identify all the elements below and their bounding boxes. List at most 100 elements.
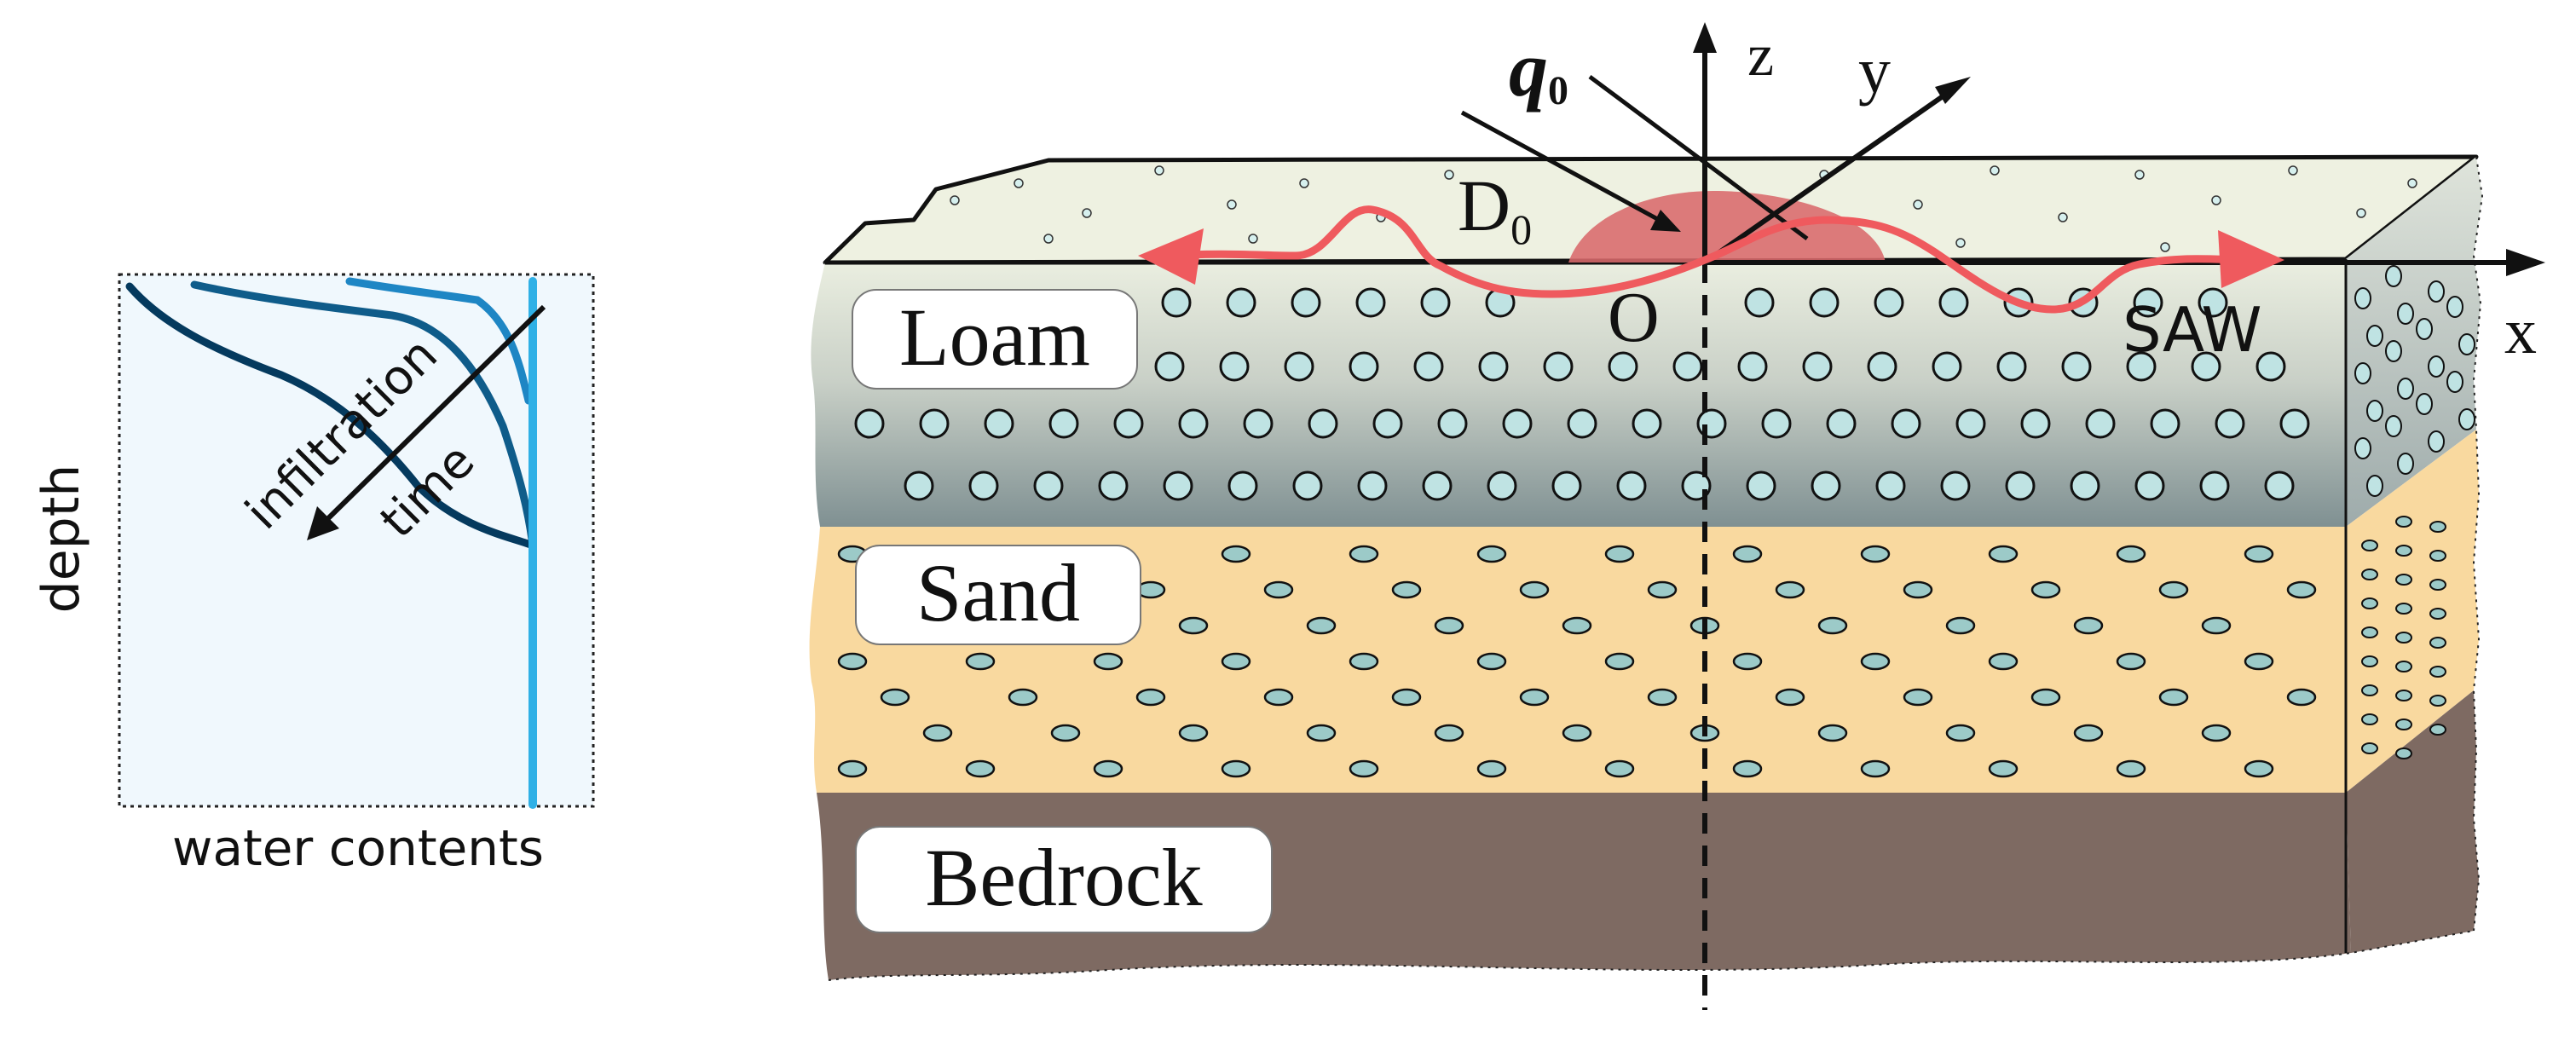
sand-grain — [1732, 652, 1763, 671]
loam-side-pore — [2446, 371, 2463, 393]
sand-grain — [2158, 688, 2189, 707]
loam-pore — [1567, 408, 1597, 439]
sand-grain — [1903, 580, 1933, 599]
loam-pore — [1811, 470, 1841, 501]
loam-pore — [1292, 470, 1323, 501]
loam-pore — [1551, 470, 1582, 501]
loam-pore — [2215, 408, 2245, 439]
infiltration-time-arrowhead — [307, 506, 339, 540]
sand-grain — [2244, 652, 2274, 671]
surface-dot — [950, 195, 960, 205]
sand-grain — [1732, 545, 1763, 563]
loam-side-pore — [2354, 287, 2371, 309]
surface-dot — [2211, 195, 2221, 205]
loam-pore — [1543, 351, 1574, 382]
loam-pore — [2126, 351, 2157, 382]
sand-grain — [1860, 545, 1891, 563]
sand-grain — [1903, 688, 1933, 707]
sand-grain — [2030, 688, 2061, 707]
loam-pore — [919, 408, 950, 439]
loam-pore — [1420, 287, 1451, 318]
z-axis-label: z — [1747, 23, 1774, 89]
sand-grain — [880, 688, 910, 707]
surface-dot — [2356, 208, 2366, 218]
loam-side-pore — [2416, 393, 2433, 415]
sand-grain — [1476, 759, 1507, 778]
saw-left-arrowhead — [1138, 228, 1204, 285]
sand-layer-label: Sand — [855, 545, 1141, 645]
loam-pore — [904, 470, 934, 501]
sand-label-text: Sand — [916, 547, 1080, 638]
sand-grain — [1775, 580, 1805, 599]
loam-pore — [2133, 287, 2163, 318]
soil-block-diagram: z y x O q0 D0 SAW Loam Sand Bedrock — [809, 22, 2545, 1010]
sand-grain — [1562, 724, 1592, 742]
sand-grain — [2030, 580, 2061, 599]
loam-side-pore — [2446, 296, 2463, 318]
surface-dot — [1154, 165, 1164, 176]
infiltration-time-arrow — [317, 304, 546, 529]
water-contents-axis-label: water contents — [172, 819, 544, 877]
loam-pore — [2085, 408, 2116, 439]
sand-side-grain — [2395, 574, 2412, 586]
loam-pore — [1243, 408, 1274, 439]
sand-grain — [1093, 759, 1123, 778]
loam-pore — [1487, 470, 1517, 501]
sand-grain — [2116, 759, 2146, 778]
q0-incident-arrowhead — [1650, 210, 1681, 232]
loam-pore — [1891, 408, 1921, 439]
sand-side-grain — [2395, 516, 2412, 528]
sand-grain — [1775, 688, 1805, 707]
surface-dot — [1990, 165, 2000, 176]
loam-pore — [2191, 351, 2221, 382]
sand-grain — [1306, 616, 1337, 635]
sand-grain — [2286, 688, 2317, 707]
surface-dot — [2288, 165, 2298, 176]
y-axis-label: y — [1858, 35, 1891, 107]
bedrock-label-box — [855, 826, 1273, 933]
sand-grain — [1647, 580, 1678, 599]
sand-side-grain — [2361, 742, 2378, 754]
loam-side-pore — [2354, 437, 2371, 459]
sand-side-grain — [2361, 684, 2378, 696]
sand-grain — [965, 652, 996, 671]
source-region-d0 — [1568, 191, 1886, 263]
sand-grain — [2073, 724, 2104, 742]
bedrock-layer-label: Bedrock — [855, 826, 1273, 933]
sand-grain — [1988, 545, 2019, 563]
sand-grain — [1604, 545, 1635, 563]
sand-grain — [1093, 652, 1123, 671]
sand-side-grain — [2395, 603, 2412, 615]
loam-side-face — [2346, 157, 2482, 527]
sand-side-grain — [2429, 579, 2446, 591]
loam-pore — [1502, 408, 1533, 439]
origin-label: O — [1608, 278, 1660, 357]
loam-pore — [1437, 408, 1468, 439]
block-bottom-edge — [828, 930, 2475, 981]
loam-pore — [2020, 408, 2051, 439]
surface-dot — [2407, 178, 2417, 188]
q0-source-line — [1588, 74, 1809, 241]
sand-grain — [837, 652, 868, 671]
sand-side-grain — [2395, 748, 2412, 759]
loam-pore — [1163, 470, 1193, 501]
surface-dot — [1082, 208, 1092, 218]
loam-side-pores — [2354, 265, 2475, 497]
sand-grain — [2201, 616, 2232, 635]
loam-pore — [1355, 287, 1386, 318]
water-content-profile-plot: infiltration time depth water contents — [32, 273, 595, 877]
sand-side-grains — [2361, 516, 2446, 759]
loam-pore — [1413, 351, 1444, 382]
sand-side-grain — [2429, 666, 2446, 678]
loam-side-pore — [2366, 400, 2383, 422]
z-axis-arrowhead — [1693, 22, 1717, 53]
loam-pore — [1357, 470, 1388, 501]
loam-pore — [2005, 470, 2036, 501]
surface-dot — [1299, 178, 1309, 188]
loam-pore — [1809, 287, 1840, 318]
loam-pore — [1996, 351, 2027, 382]
surface-dot — [2134, 170, 2145, 180]
sand-grain — [1945, 616, 1976, 635]
sand-label-box — [855, 545, 1141, 645]
